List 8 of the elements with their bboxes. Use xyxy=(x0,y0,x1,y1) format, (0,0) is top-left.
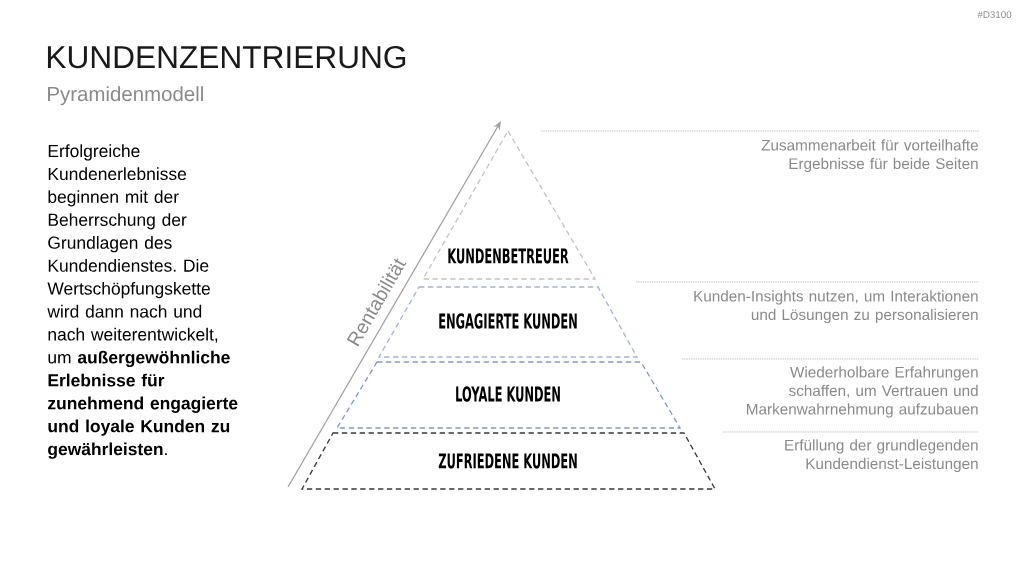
subtitle: Pyramidenmodell xyxy=(48,86,203,106)
description-text: Wiederholbare Erfahrungen schaffen, um Vertrauen und Markenwahrnehmung aufzubauen xyxy=(747,366,978,418)
slide-number: #D3100 xyxy=(977,11,1012,19)
description-text: Kunden-Insights nutzen, um Interaktionen und Lösungen zu personalisieren xyxy=(694,290,978,324)
title: KUNDENZENTRIERUNG xyxy=(47,45,406,69)
description-text: Zusammenarbeit für vorteilhafte Ergebnisse für beide Seiten xyxy=(761,139,978,173)
description-text: Erfüllung der grundlegenden Kundendienst-Leistungen xyxy=(785,439,978,473)
body-text: Erfolgreiche Kundenerlebnisse beginnen mit der Beherrschung der Grundlagen des Kundendienstes. Die Wertschöpfungskette wird dann nach und nach weiterentwickelt, um außergewöhnliche Erlebnisse für zunehmend engagierte und loyale Kunden zu gewährleisten. xyxy=(47,144,238,459)
